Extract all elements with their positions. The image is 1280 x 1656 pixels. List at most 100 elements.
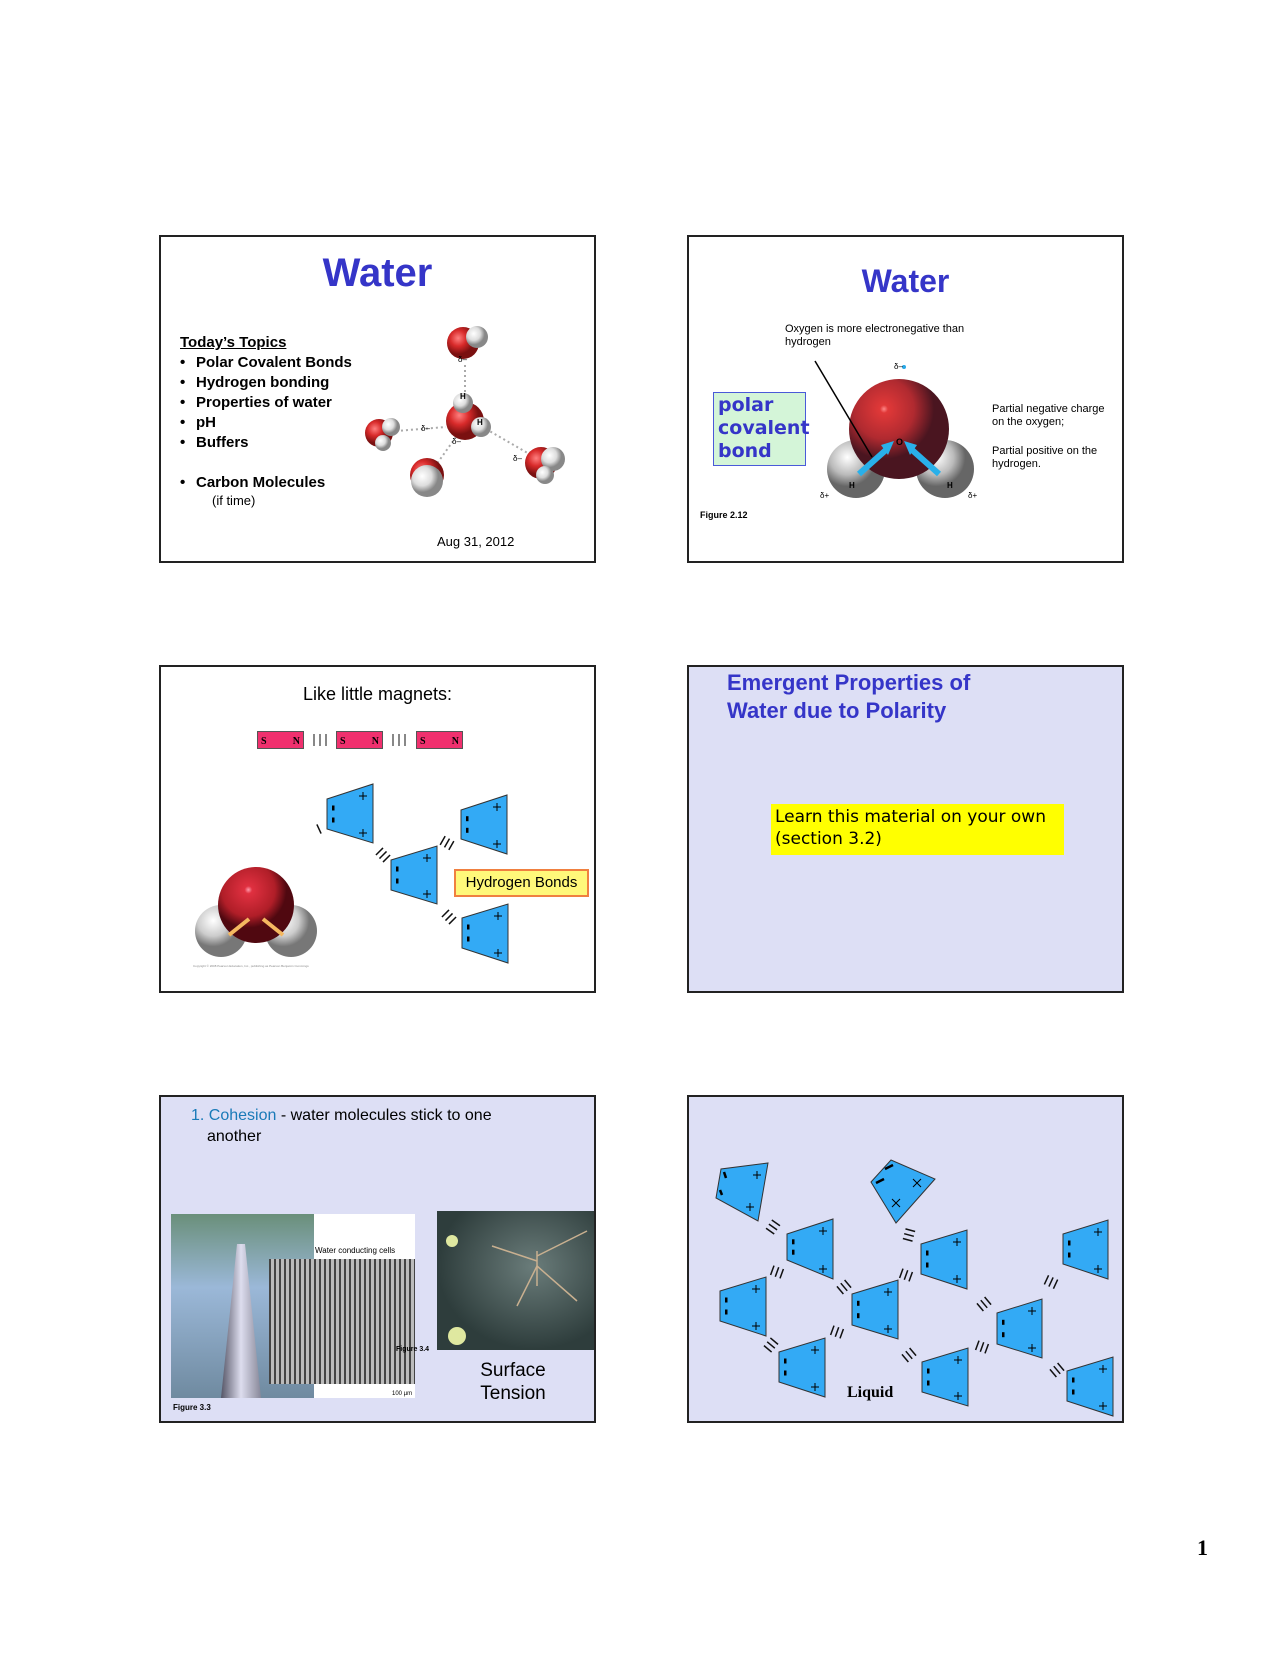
plus-sign xyxy=(359,792,367,800)
water-molecule-shape xyxy=(778,1337,826,1398)
figure-label: Figure 3.4 xyxy=(396,1346,430,1353)
slide-2: Water Oxygen is more electronegative tha… xyxy=(687,235,1124,563)
polar-covalent-bond-callout: polar covalent bond xyxy=(713,392,810,466)
caption-line: Surface xyxy=(480,1360,546,1381)
hydrogen-bond xyxy=(763,1337,779,1353)
note-line: Learn this material on your own xyxy=(775,807,1046,827)
minus-sign xyxy=(784,1358,787,1364)
plus-sign xyxy=(884,1288,892,1296)
hydrogen-bond-diagram xyxy=(195,783,509,964)
hydrogen-bond xyxy=(441,909,457,925)
page-number: 1 xyxy=(1197,1535,1208,1560)
delta-minus-label: δ– xyxy=(452,437,461,446)
cohesion-heading: 1. Cohesion - water molecules stick to o… xyxy=(191,1107,492,1125)
hydrogen-bond xyxy=(976,1296,992,1312)
hydrogen-bond xyxy=(765,1219,781,1235)
minus-sign xyxy=(1002,1332,1005,1338)
water-molecule-shape xyxy=(870,1159,936,1224)
water-molecule-shape xyxy=(920,1229,968,1290)
north-pole-label: N xyxy=(292,736,300,747)
minus-sign xyxy=(725,1309,728,1315)
minus-sign xyxy=(926,1250,929,1256)
surface-tension-caption: Surface Tension xyxy=(451,1359,575,1405)
title-line: Emergent Properties of xyxy=(727,670,971,695)
minus-sign xyxy=(466,816,469,822)
plus-sign xyxy=(1028,1344,1036,1352)
slide-1: Water Today’s Topics Polar Covalent Bond… xyxy=(159,235,596,563)
south-pole-label: S xyxy=(340,736,346,747)
north-pole-label: N xyxy=(371,736,379,747)
plus-sign xyxy=(1099,1365,1107,1373)
plus-sign xyxy=(752,1322,760,1330)
figure-label: Figure 3.3 xyxy=(173,1403,211,1412)
h-label: H xyxy=(477,418,483,427)
minus-sign xyxy=(396,878,399,884)
plus-sign xyxy=(954,1392,962,1400)
north-pole-label: N xyxy=(451,736,459,747)
delta-minus-label: δ– xyxy=(458,355,467,364)
topics-list: Today’s Topics Polar Covalent Bonds Hydr… xyxy=(180,333,352,509)
hydrogen-bonds-label: Hydrogen Bonds xyxy=(454,869,589,897)
plus-sign xyxy=(493,840,501,848)
note-line: (section 3.2) xyxy=(775,829,882,849)
hydrogen-bond xyxy=(901,1347,917,1363)
attraction-marks xyxy=(313,734,329,746)
hydrogen-bond xyxy=(974,1340,990,1354)
liquid-water-diagram xyxy=(715,1159,1114,1417)
plus-sign xyxy=(1099,1402,1107,1410)
cohesion-definition-line2: another xyxy=(207,1128,262,1145)
slide-title: Emergent Properties of Water due to Pola… xyxy=(727,669,970,725)
water-molecule-shape xyxy=(1066,1356,1114,1417)
hydrogen-bond xyxy=(439,835,455,851)
caption: Oxygen is more electronegative than hydr… xyxy=(785,323,965,348)
h-label: H xyxy=(460,392,466,401)
minus-sign xyxy=(467,924,470,930)
minus-sign xyxy=(927,1380,930,1386)
partial-positive-note: Partial positive on the hydrogen. xyxy=(992,445,1098,470)
water-molecule-shape xyxy=(326,783,374,844)
slide-5: 1. Cohesion - water molecules stick to o… xyxy=(159,1095,596,1423)
water-molecule-shape xyxy=(461,903,509,964)
self-study-note: Learn this material on your own (section… xyxy=(771,804,1064,855)
water-molecule-shape xyxy=(921,1347,969,1407)
topic-item: Buffers xyxy=(180,433,352,453)
minus-sign xyxy=(466,827,469,833)
topic-note: (if time) xyxy=(212,493,256,508)
water-molecule xyxy=(365,326,565,497)
water-strider-icon xyxy=(446,1230,588,1345)
plus-sign xyxy=(954,1356,962,1364)
delta-minus-label: δ– xyxy=(513,454,522,463)
arrow-icon xyxy=(857,446,941,477)
delta-minus-label: δ– xyxy=(894,362,903,371)
hydrogen-bond xyxy=(1043,1275,1059,1289)
minus-sign xyxy=(396,866,399,872)
slide-title: Water xyxy=(322,251,433,295)
hydrogen-bond xyxy=(1049,1362,1065,1378)
hydrogen-bond xyxy=(829,1325,845,1339)
hydrogen-label: H xyxy=(947,481,953,490)
minus-sign xyxy=(1068,1240,1071,1246)
plus-sign xyxy=(1094,1265,1102,1273)
hydrogen-bond xyxy=(316,824,322,834)
water-molecule-shape xyxy=(390,845,438,905)
wood-micrograph xyxy=(269,1259,415,1384)
scale-label: 100 µm xyxy=(392,1391,413,1397)
water-molecule-shape xyxy=(786,1218,834,1280)
water-molecule-shape xyxy=(460,794,508,855)
plus-sign xyxy=(953,1275,961,1283)
water-molecule-shape xyxy=(715,1162,769,1222)
cross-sign xyxy=(891,1178,922,1208)
hydrogen-bond xyxy=(902,1228,916,1242)
minus-sign xyxy=(857,1300,860,1306)
topic-item: Properties of water xyxy=(180,393,352,413)
slide-6: Liquid xyxy=(687,1095,1124,1423)
topic-item: Polar Covalent Bonds xyxy=(180,353,352,373)
minus-sign xyxy=(927,1368,930,1374)
cohesion-definition: - water molecules stick to one xyxy=(276,1107,492,1124)
plus-sign xyxy=(493,803,501,811)
water-strider-photo xyxy=(437,1211,594,1350)
topic-item: pH xyxy=(180,413,352,433)
